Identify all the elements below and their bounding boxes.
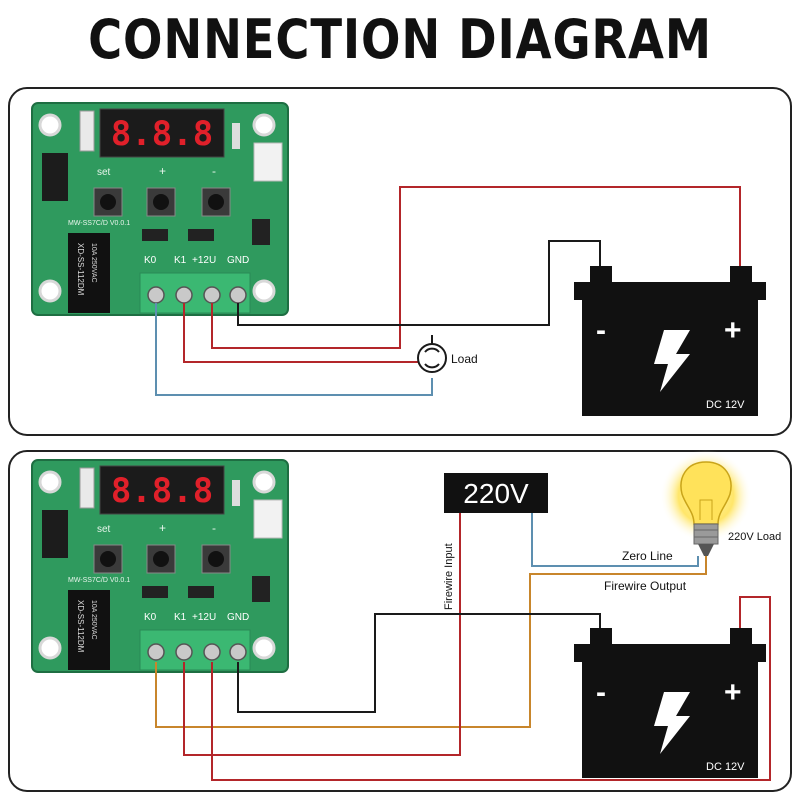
terminal-label-12v-2: +12U: [192, 612, 216, 623]
lightning-icon-2: [654, 692, 690, 754]
battery-1: - + DC 12V: [574, 266, 766, 416]
set-button[interactable]: [93, 187, 123, 217]
terminal-label-k1-2: K1: [174, 612, 187, 623]
battery-2-minus: -: [596, 676, 606, 709]
battery-2: - + DC 12V: [574, 628, 766, 778]
silk-plus-label: +: [159, 164, 166, 178]
svg-text:XD-SS-112DM: XD-SS-112DM: [76, 243, 85, 296]
silk-set-label: set: [97, 167, 111, 178]
terminal-label-gnd: GND: [227, 255, 249, 266]
seven-segment-display: 8.8.8: [111, 114, 213, 154]
svg-text:10A 250VAC: 10A 250VAC: [90, 600, 97, 640]
panel-1-frame: [8, 87, 792, 436]
plus-button-2[interactable]: [146, 544, 176, 574]
light-bulb-icon: [660, 450, 752, 556]
svg-text:10A 250VAC: 10A 250VAC: [90, 243, 97, 283]
zero-line-label: Zero Line: [622, 549, 673, 563]
minus-button[interactable]: [201, 187, 231, 217]
silk-minus-label: -: [212, 164, 216, 178]
battery-2-plus: +: [724, 676, 742, 709]
silk-set-label-2: set: [97, 524, 111, 535]
set-button-2[interactable]: [93, 544, 123, 574]
diagram-title: CONNECTION DIAGRAM: [88, 8, 712, 71]
panel-2-wires: [155, 512, 771, 781]
battery-1-minus: -: [596, 314, 606, 347]
battery-1-voltage: DC 12V: [706, 399, 745, 411]
seven-segment-display-2: 8.8.8: [111, 471, 213, 511]
firewire-input-label: Firewire Input: [443, 543, 455, 610]
silk-model-label-2: MW-SS7C/D V0.0.1: [68, 577, 130, 584]
source-220v: 220V: [444, 473, 548, 513]
thermostat-board-2: 8.8.8 set + - MW-SS7C/D V0.0.1 XD-SS-112…: [31, 459, 289, 673]
plus-button[interactable]: [146, 187, 176, 217]
battery-1-plus: +: [724, 314, 742, 347]
terminal-label-k0: K0: [144, 255, 157, 266]
thermostat-board: 8.8.8 set + - MW-SS7C/D V0.0.1 XD-SS-112…: [31, 102, 289, 316]
terminal-label-k1: K1: [174, 255, 187, 266]
relay: XD-SS-112DM 10A 250VAC: [68, 233, 110, 313]
panel-1-wires: [155, 186, 741, 396]
source-220v-label: 220V: [463, 478, 529, 509]
minus-button-2[interactable]: [201, 544, 231, 574]
lightning-icon: [654, 330, 690, 392]
terminal-screws: [147, 286, 247, 304]
svg-text:XD-SS-112DM: XD-SS-112DM: [76, 600, 85, 653]
silk-minus-label-2: -: [212, 521, 216, 535]
terminal-screws-2: [147, 643, 247, 661]
load-label: Load: [451, 352, 478, 366]
terminal-label-k0-2: K0: [144, 612, 157, 623]
panel-2-frame: [8, 450, 792, 792]
relay-2: XD-SS-112DM 10A 250VAC: [68, 590, 110, 670]
firewire-output-label: Firewire Output: [604, 579, 687, 593]
battery-2-voltage: DC 12V: [706, 761, 745, 773]
panel-2: 8.8.8 set + - MW-SS7C/D V0.0.1 XD-SS-112…: [31, 450, 781, 781]
panel-1: 8.8.8 set + - MW-SS7C/D V0.0.1 XD-SS-112…: [31, 102, 766, 416]
silk-plus-label-2: +: [159, 521, 166, 535]
terminal-label-gnd-2: GND: [227, 612, 249, 623]
load-symbol: Load: [417, 343, 478, 373]
silk-model-label: MW-SS7C/D V0.0.1: [68, 220, 130, 227]
terminal-label-12v: +12U: [192, 255, 216, 266]
lamp-load-label: 220V Load: [728, 531, 781, 543]
